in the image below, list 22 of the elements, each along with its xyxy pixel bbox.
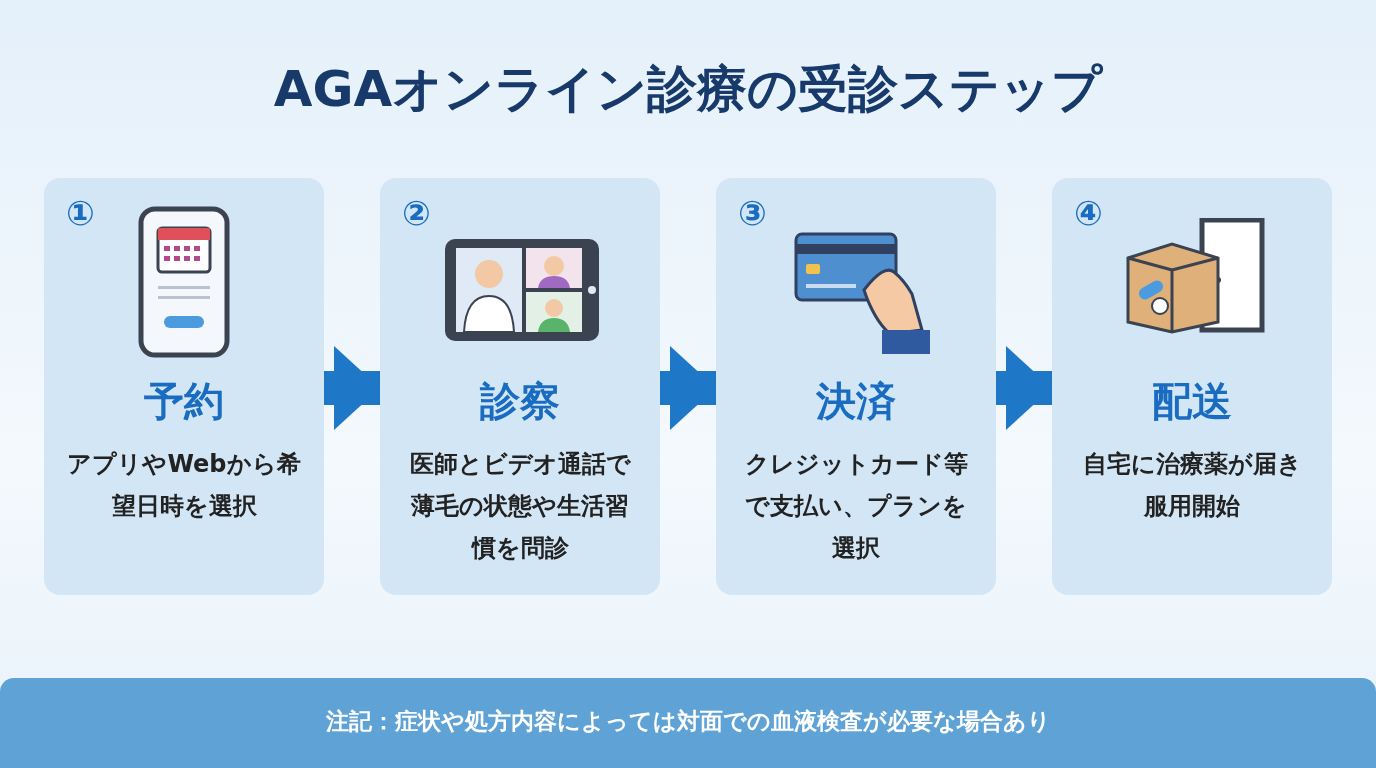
step-number: ④ — [1074, 196, 1103, 230]
arrow — [324, 346, 380, 430]
step-card — [380, 178, 660, 595]
step-heading: 予約 — [144, 378, 224, 424]
note-text: 注記：症状や処方内容によっては対面での血液検査が必要な場合あり — [324, 707, 1052, 736]
title: AGAオンライン診療の受診ステップ — [273, 60, 1103, 118]
step-description: 自宅に治療薬が届き服用開始 — [1081, 449, 1303, 522]
note-band — [0, 678, 1376, 768]
step-description: クレジットカード等で支払い、プランを選択 — [743, 449, 969, 564]
arrow — [996, 346, 1052, 430]
step-description: 医師とビデオ通話で薄毛の状態や生活習慣を問診 — [408, 449, 632, 564]
step-description: アプリやWebから希望日時を選択 — [66, 449, 302, 522]
step-number: ① — [66, 196, 95, 230]
step-card — [44, 178, 324, 595]
step-card — [716, 178, 996, 595]
step-number: ② — [402, 196, 431, 230]
step-heading: 決済 — [816, 378, 896, 424]
step-heading: 配送 — [1152, 378, 1232, 424]
step-heading: 診察 — [480, 378, 560, 424]
step-card — [1052, 178, 1332, 595]
arrow — [660, 346, 716, 430]
step-number: ③ — [738, 196, 767, 230]
